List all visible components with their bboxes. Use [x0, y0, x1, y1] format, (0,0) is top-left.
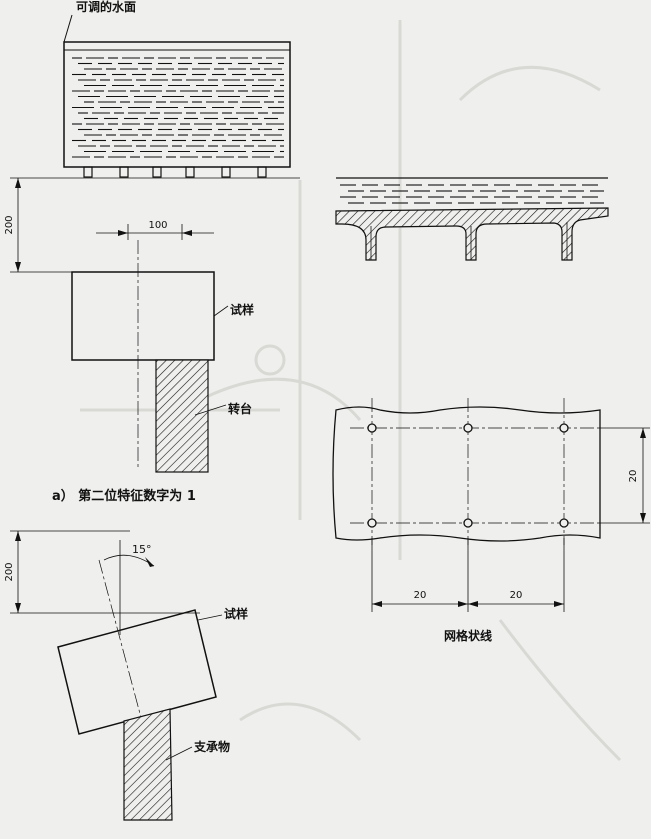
- water-surface-leader: [63, 14, 73, 43]
- turntable-shaft: 转台: [155, 359, 252, 473]
- specimen-a: 试样: [71, 240, 254, 470]
- drip-nozzle: [119, 166, 129, 178]
- drip-nozzle: [152, 166, 162, 178]
- grid-hole: [559, 518, 569, 528]
- grid-hole: [367, 518, 377, 528]
- water-dashes: [64, 49, 290, 158]
- angle-15: 15°: [98, 540, 156, 771]
- grid-surface-outline: [332, 406, 601, 542]
- dimension-20-horizontal: 20 20: [371, 538, 565, 612]
- tank-outline: [63, 41, 291, 168]
- grid-pattern: 20 20 20 网格状线: [332, 398, 650, 643]
- drip-nozzles: [83, 166, 267, 178]
- background-watermark: [80, 20, 622, 762]
- specimen-a-label: 试样: [230, 302, 254, 317]
- grid-hole: [463, 423, 473, 433]
- dimension-20-vertical: 20: [600, 427, 650, 524]
- section-water-dashes: [340, 184, 604, 204]
- nozzle-section: [335, 177, 609, 261]
- angle-15-label: 15°: [132, 543, 152, 556]
- drip-nozzle: [221, 166, 231, 178]
- dim-100-label: 100: [148, 220, 167, 231]
- turntable-label: 转台: [228, 401, 252, 416]
- grid-caption: 网格状线: [444, 628, 492, 643]
- water-surface-label: 可调的水面: [76, 0, 136, 14]
- dimension-100: 100: [96, 220, 214, 240]
- drip-nozzle: [185, 166, 195, 178]
- specimen-b: 试样: [57, 606, 248, 735]
- grid-hole: [559, 423, 569, 433]
- drip-nozzle: [83, 166, 93, 178]
- specimen-b-label: 试样: [224, 606, 248, 621]
- support-shaft: 支承物: [123, 708, 230, 821]
- dim-20-h1-label: 20: [414, 590, 427, 601]
- drip-tank: 可调的水面: [63, 0, 291, 178]
- dim-20-v-label: 20: [628, 470, 639, 483]
- grid-holes: [367, 423, 569, 528]
- support-label: 支承物: [193, 739, 230, 754]
- drip-nozzle: [257, 166, 267, 178]
- caption-a: a） 第二位特征数字为 1: [52, 488, 196, 504]
- grid-hole: [463, 518, 473, 528]
- dimension-200-b: 200: [4, 530, 200, 614]
- dim-200-b-label: 200: [4, 562, 15, 581]
- grid-hole: [367, 423, 377, 433]
- dim-20-h2-label: 20: [510, 590, 523, 601]
- dim-200-a-label: 200: [4, 215, 15, 234]
